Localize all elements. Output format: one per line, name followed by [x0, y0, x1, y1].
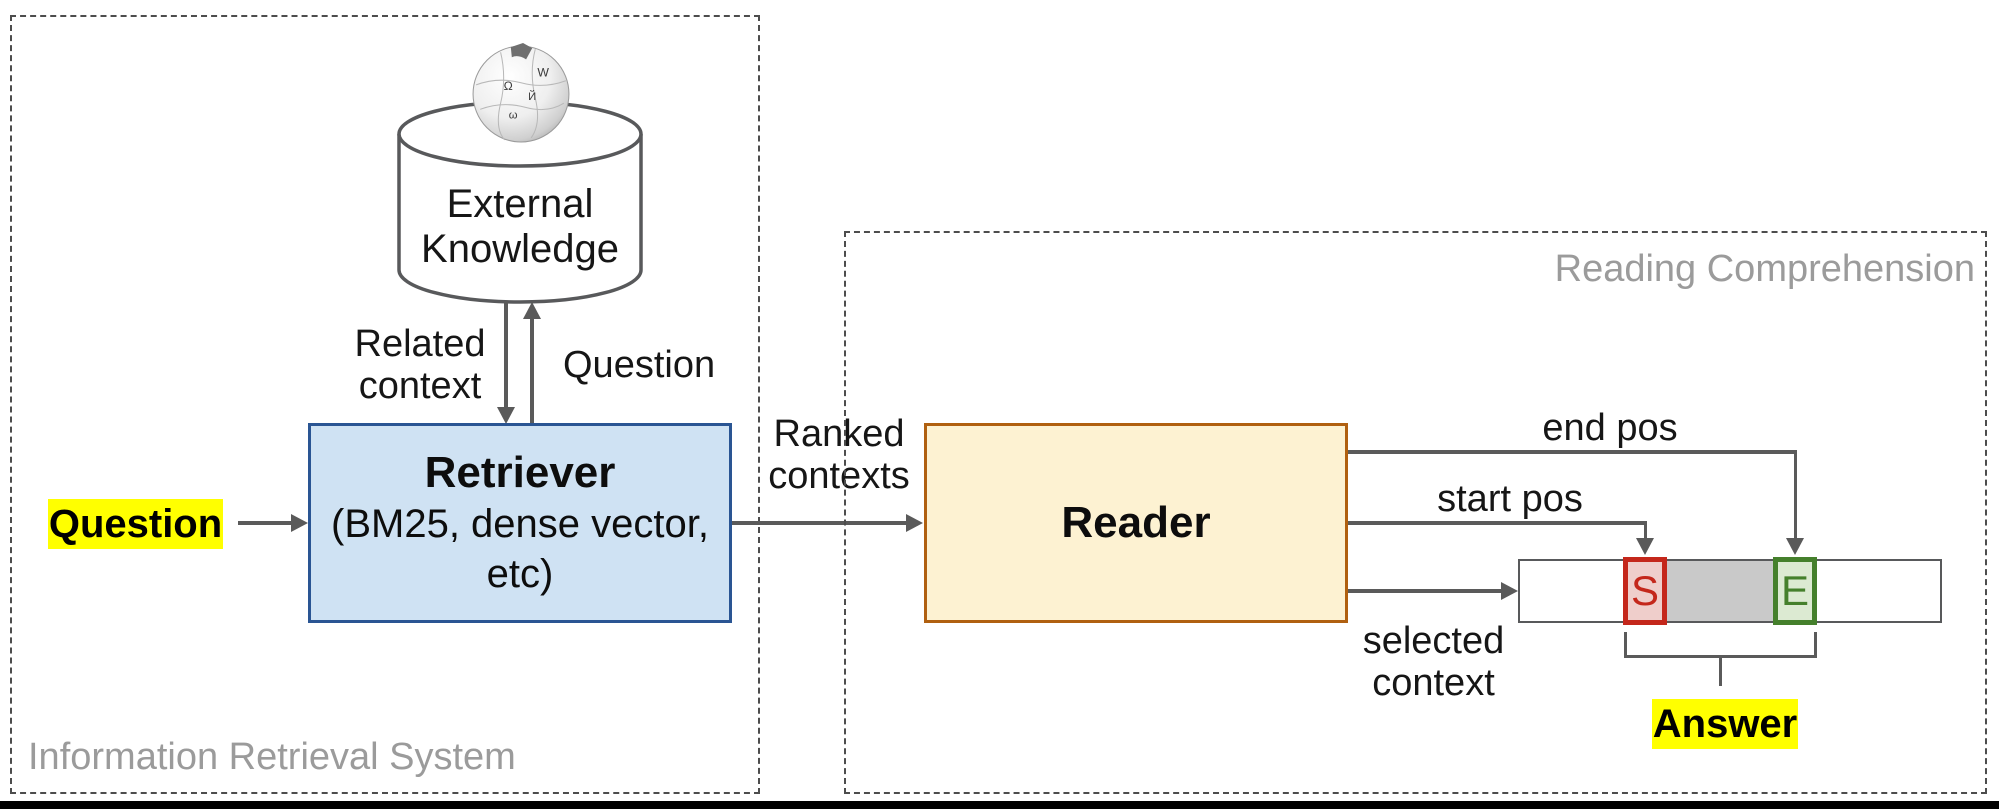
related-context-arrow-line	[504, 301, 508, 409]
question-up-arrow-line	[530, 318, 534, 423]
reading-comprehension-caption: Reading Comprehension	[1554, 248, 1975, 290]
svg-text:Й: Й	[528, 90, 536, 103]
answer-bracket-left-stem	[1624, 632, 1627, 658]
answer-bracket-bottom	[1624, 655, 1817, 658]
answer-highlight: Answer	[1652, 699, 1798, 749]
related-context-arrowhead	[497, 407, 515, 424]
span-start-token: S	[1623, 557, 1667, 625]
retriever-node: Retriever (BM25, dense vector, etc)	[308, 423, 732, 623]
wikipedia-globe-icon: W Ω Й ω	[472, 43, 570, 143]
start-pos-line-vertical	[1643, 521, 1647, 540]
reading-comprehension-box	[844, 231, 1987, 794]
start-pos-arrowhead	[1636, 538, 1654, 555]
screenshot-bottom-edge	[0, 801, 1999, 809]
question-input-highlight: Question	[48, 499, 223, 549]
question-up-label: Question	[563, 344, 716, 386]
retriever-to-reader-arrowhead	[906, 514, 923, 532]
information-retrieval-system-box	[10, 15, 760, 794]
answer-bracket-right-stem	[1814, 632, 1817, 658]
end-pos-label: end pos	[1542, 407, 1678, 449]
start-pos-line-horizontal	[1348, 521, 1647, 525]
question-to-retriever-line	[238, 521, 294, 525]
end-pos-line-horizontal	[1348, 450, 1797, 454]
retriever-title: Retriever	[424, 448, 616, 497]
answer-bracket-center-stem	[1719, 658, 1722, 686]
information-retrieval-system-caption: Information Retrieval System	[28, 736, 516, 778]
end-pos-arrowhead	[1786, 538, 1804, 555]
related-context-label: Related context	[354, 323, 486, 407]
end-pos-line-vertical	[1793, 450, 1797, 540]
external-knowledge-label: External Knowledge	[421, 182, 619, 271]
retriever-to-reader-line	[732, 521, 908, 525]
selected-context-arrowhead	[1501, 582, 1518, 600]
reader-node: Reader	[924, 423, 1348, 623]
retriever-subtitle: (BM25, dense vector, etc)	[331, 502, 709, 596]
ranked-contexts-label: Ranked contexts	[768, 413, 910, 497]
selected-context-line	[1348, 589, 1504, 593]
question-up-arrowhead	[523, 302, 541, 319]
selected-context-label: selected context	[1362, 620, 1505, 704]
answer-span-fill	[1667, 561, 1773, 621]
svg-text:ω: ω	[509, 110, 518, 122]
start-pos-label: start pos	[1437, 478, 1583, 520]
svg-text:Ω: Ω	[504, 79, 513, 93]
reader-title: Reader	[1061, 498, 1211, 547]
span-end-token: E	[1773, 557, 1817, 625]
svg-text:W: W	[537, 66, 549, 80]
question-to-retriever-arrowhead	[291, 514, 308, 532]
